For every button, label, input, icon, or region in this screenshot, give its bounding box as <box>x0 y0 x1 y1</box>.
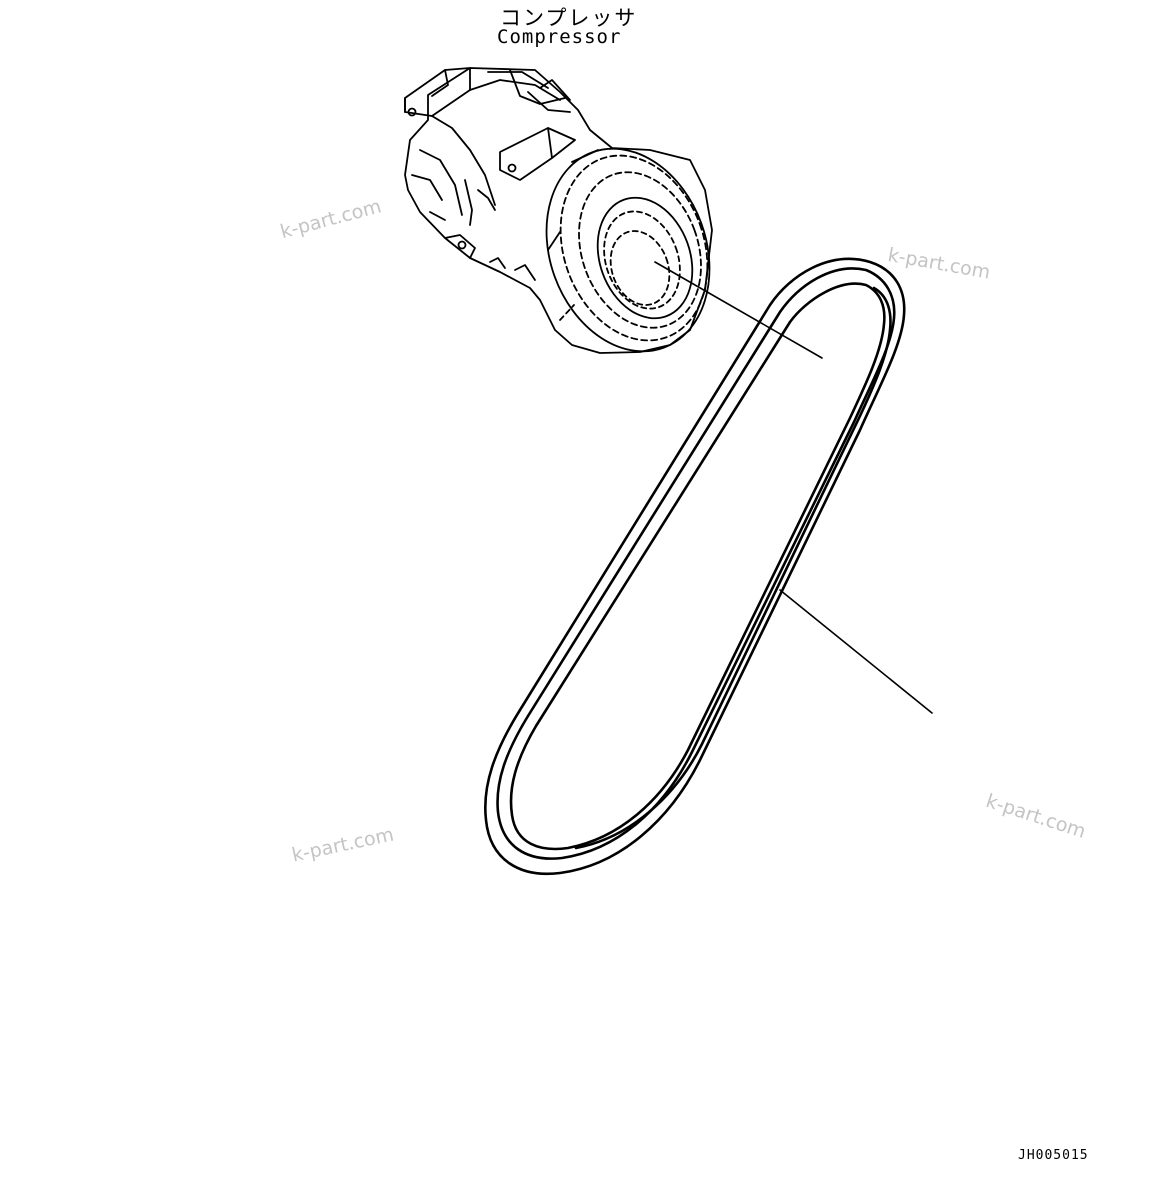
compressor-label-en: Compressor <box>497 26 622 48</box>
compressor-label-jp: コンプレッサ <box>500 6 638 30</box>
v-belt-drawing <box>484 257 906 876</box>
drawing-number: JH005015 <box>1018 1148 1089 1163</box>
compressor-drawing <box>404 67 713 354</box>
compressor-leader-line <box>654 261 823 359</box>
belt-leader-line <box>779 589 933 714</box>
